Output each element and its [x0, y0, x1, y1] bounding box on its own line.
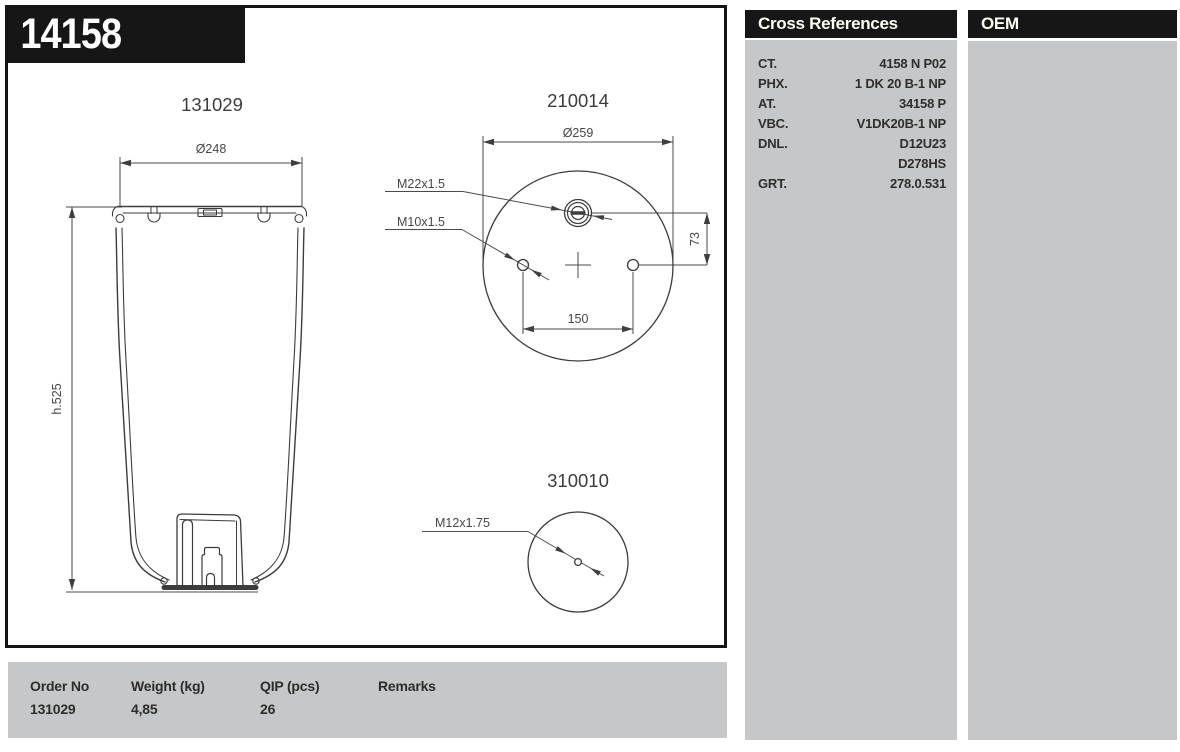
spec-value-remarks — [378, 701, 717, 717]
cross-ref-row: GRT. 278.0.531 — [758, 176, 946, 196]
thread-m22-label: M22x1.5 — [397, 177, 445, 191]
cross-ref-value: 4158 N P02 — [879, 56, 946, 71]
cross-ref-row: PHX. 1 DK 20 B-1 NP — [758, 76, 946, 96]
oem-header: OEM — [968, 10, 1177, 38]
spec-value-order-no: 131029 — [30, 701, 76, 717]
cross-ref-brand: PHX. — [758, 76, 788, 91]
dim-150-label: 150 — [568, 312, 589, 326]
side-view-label: 131029 — [181, 94, 243, 115]
cross-ref-brand: CT. — [758, 56, 777, 71]
dim-height-label: h.525 — [50, 383, 64, 414]
spec-table-grid: Order No Weight (kg) QIP (pcs) Remarks 1… — [8, 662, 727, 717]
stud-view-label: 310010 — [547, 470, 609, 491]
part-number-box: 14158 — [8, 8, 245, 63]
cross-ref-brand: DNL. — [758, 136, 788, 151]
cross-ref-value: 34158 P — [898, 96, 946, 111]
thread-m12-label: M12x1.75 — [435, 516, 490, 530]
top-view-label: 210014 — [547, 90, 609, 111]
dim-diameter-259: Ø259 — [563, 126, 594, 140]
cross-ref-value: D12U23 — [899, 136, 947, 151]
cross-ref-row: CT. 4158 N P02 — [758, 56, 946, 76]
cross-ref-value: 1 DK 20 B-1 NP — [854, 76, 946, 91]
cross-references-header: Cross References — [745, 10, 957, 38]
cross-ref-brand: GRT. — [758, 176, 787, 191]
cross-ref-value: V1DK20B-1 NP — [856, 116, 947, 131]
cross-ref-row: AT. 34158 P — [758, 96, 946, 116]
oem-title: OEM — [981, 14, 1019, 33]
dim-diameter-248: Ø248 — [196, 142, 227, 156]
spec-value-weight: 4,85 — [131, 701, 158, 717]
drawing-frame: 14158 — [5, 5, 727, 648]
cross-ref-row: VBC. V1DK20B-1 NP — [758, 116, 946, 136]
spec-table: Order No Weight (kg) QIP (pcs) Remarks 1… — [8, 662, 727, 738]
cross-references-title: Cross References — [758, 14, 898, 33]
spec-header-weight: Weight (kg) — [131, 678, 205, 694]
thread-m10-label: M10x1.5 — [397, 215, 445, 229]
cross-references-list: CT. 4158 N P02 PHX. 1 DK 20 B-1 NP AT. 3… — [745, 40, 957, 196]
cross-ref-row: DNL. D12U23 — [758, 136, 946, 156]
cross-ref-row: D278HS — [758, 156, 946, 176]
cross-ref-value: D278HS — [898, 156, 946, 171]
cross-ref-brand: VBC. — [758, 116, 789, 131]
dim-73-label: 73 — [688, 232, 702, 246]
cross-references-panel: CT. 4158 N P02 PHX. 1 DK 20 B-1 NP AT. 3… — [745, 40, 957, 740]
spec-header-order-no: Order No — [30, 678, 90, 694]
cross-ref-value: 278.0.531 — [889, 176, 946, 191]
spec-value-qip: 26 — [260, 701, 276, 717]
cross-ref-brand: AT. — [758, 96, 776, 111]
oem-panel — [968, 41, 1177, 740]
part-number: 14158 — [20, 10, 122, 58]
spec-header-qip: QIP (pcs) — [260, 678, 320, 694]
technical-drawing: 131029 Ø248 h.525 210014 Ø259 M22x1.5 M1… — [50, 90, 711, 613]
spec-header-remarks: Remarks — [378, 678, 436, 694]
